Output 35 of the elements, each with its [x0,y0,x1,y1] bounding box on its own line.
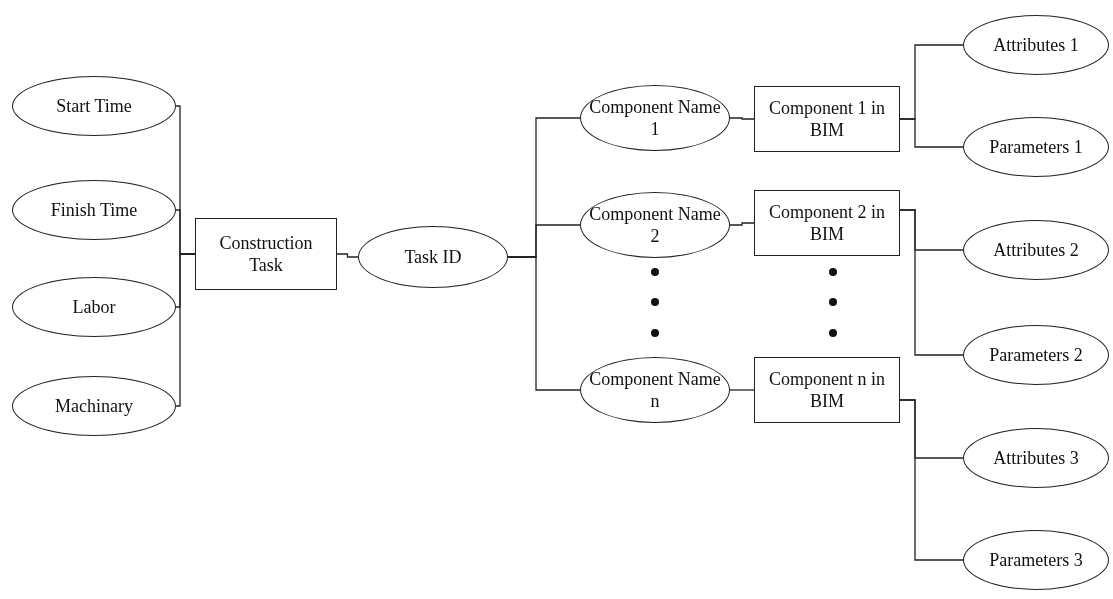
node-label: Construction Task [218,231,314,277]
node-label: Component Name 2 [588,202,722,248]
ellipse-node [12,376,176,436]
node-label: Finish Time [49,198,139,222]
node-label: Component 1 in BIM [768,96,886,142]
rectangle-node [754,86,900,152]
connector-line [175,253,196,407]
node-label: Task ID [403,245,463,269]
node-label: Labor [71,295,117,319]
node-label: Attributes 1 [992,33,1080,57]
node-label: Parameters 2 [988,343,1084,367]
node-label: Start Time [55,94,133,118]
node-label: Attributes 3 [992,446,1080,470]
rectangle-node [754,357,900,423]
ellipse-node [12,76,176,136]
connector-line [729,117,755,120]
connector-line [899,209,964,356]
rectangle-node [195,218,337,290]
node-label: Component Name 1 [588,95,722,141]
node-label: Parameters 3 [988,548,1084,572]
connector-line [899,399,964,561]
node-label: Parameters 1 [988,135,1084,159]
node-label: Component 2 in BIM [768,200,886,246]
ellipse-node [12,180,176,240]
connector-line [507,256,581,391]
connector-line [729,389,755,391]
connector-line [729,222,755,226]
ellipse-node [12,277,176,337]
node-label: Machinary [54,394,134,418]
node-label: Attributes 2 [992,238,1080,262]
connector-line [899,118,964,148]
node-label: Component Name n [588,367,722,413]
connector-line [336,253,359,258]
node-label: Component n in BIM [768,367,886,413]
rectangle-node [754,190,900,256]
